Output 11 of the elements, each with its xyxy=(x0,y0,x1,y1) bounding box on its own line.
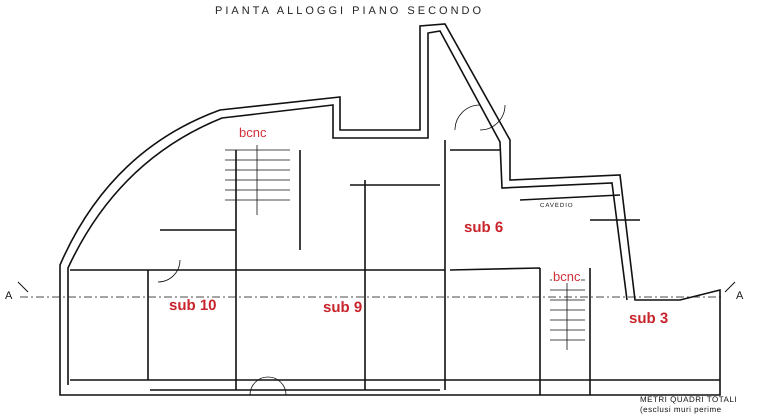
plan-title: PIANTA ALLOGGI PIANO SECONDO xyxy=(215,6,484,17)
area-note: METRI QUADRI TOTALI xyxy=(640,396,738,404)
common-area-label: bcnc xyxy=(552,270,582,283)
unit-label: sub 3 xyxy=(628,311,670,326)
area-note: (esclusi muri perime xyxy=(640,406,722,414)
section-marker: A xyxy=(735,291,744,302)
common-area-label: bcnc xyxy=(238,126,268,139)
unit-label: sub 10 xyxy=(168,298,218,313)
unit-label: sub 9 xyxy=(322,300,364,315)
section-marker: A xyxy=(4,291,14,302)
unit-label: sub 6 xyxy=(463,220,504,235)
